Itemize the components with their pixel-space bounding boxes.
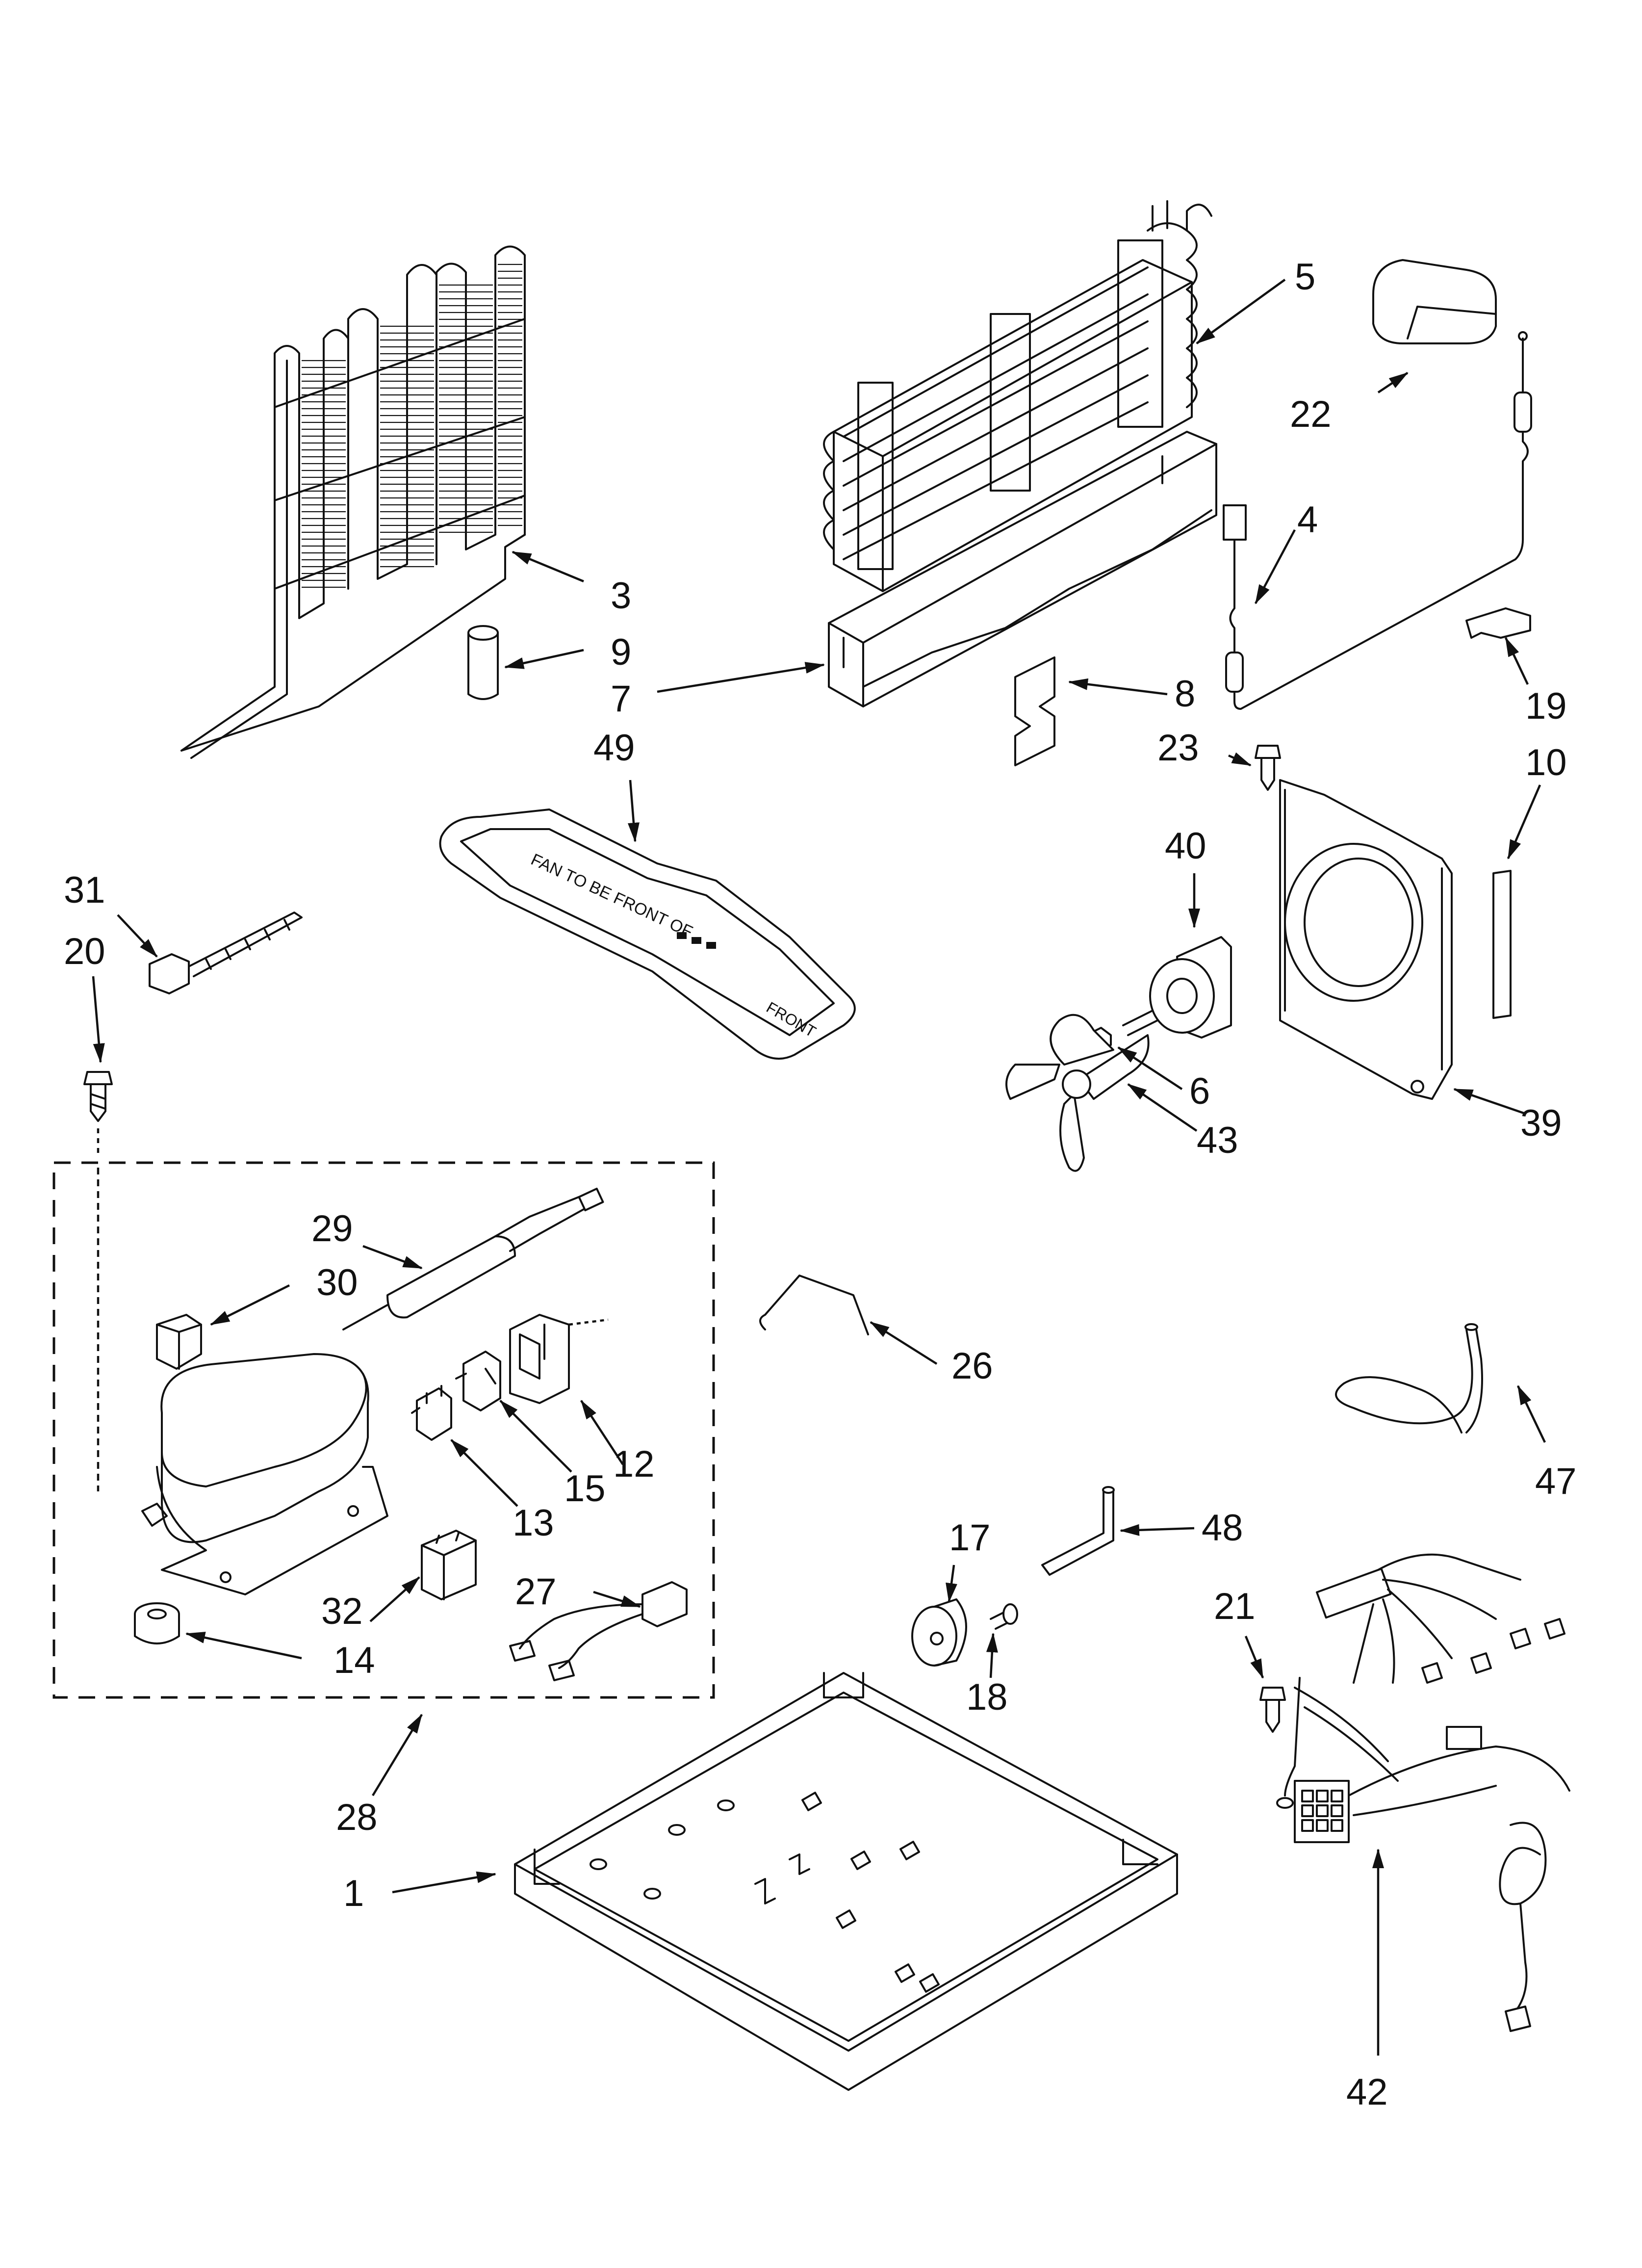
callout-18: 18 (966, 1676, 1008, 1718)
callout-4: 4 (1297, 499, 1318, 541)
callout-40: 40 (1165, 825, 1206, 867)
clip-8 (1014, 656, 1055, 766)
callout-48: 48 (1202, 1507, 1243, 1549)
callout-21: 21 (1214, 1586, 1256, 1627)
compressor-kit-box (52, 1161, 715, 1699)
callout-9: 9 (611, 631, 631, 673)
drain-pan: FAN TO BE FRONT OF FRONT (439, 808, 856, 1060)
callout-3: 3 (611, 575, 631, 617)
callout-1: 1 (343, 1873, 364, 1914)
callout-17: 17 (949, 1517, 991, 1559)
grommet-9 (467, 625, 499, 700)
callout-47: 47 (1535, 1460, 1577, 1502)
callout-5: 5 (1295, 256, 1315, 298)
start-device-15 (455, 1351, 501, 1411)
grommet-14 (134, 1602, 180, 1644)
callout-numbers: 3 9 7 49 5 22 4 8 19 23 10 40 39 6 43 31… (64, 256, 1577, 2113)
callout-23: 23 (1157, 727, 1199, 769)
evaporator (823, 200, 1212, 592)
defrost-thermostat (1223, 331, 1532, 710)
callout-29: 29 (311, 1208, 353, 1250)
callout-27: 27 (515, 1571, 557, 1613)
compressor (97, 1168, 388, 1595)
pin-18 (990, 1603, 1018, 1630)
cover-12 (509, 1314, 609, 1404)
tube-48 (1041, 1486, 1115, 1576)
callout-26: 26 (951, 1345, 993, 1387)
cap-22 (1372, 259, 1497, 344)
callout-49: 49 (593, 727, 635, 769)
callout-20: 20 (64, 931, 105, 972)
drain-trough (828, 431, 1217, 707)
tube-47 (1335, 1323, 1483, 1434)
strip-10 (1492, 870, 1512, 1019)
callout-8: 8 (1175, 673, 1195, 715)
wire-clip-26 (759, 1275, 869, 1335)
callout-42: 42 (1346, 2071, 1388, 2113)
overload-31 (156, 1314, 202, 1370)
callout-12: 12 (613, 1443, 655, 1485)
capacitor-32 (421, 1530, 477, 1600)
screw-23 (1255, 745, 1281, 791)
callout-6: 6 (1189, 1070, 1210, 1112)
callout-32: 32 (321, 1590, 363, 1632)
screw-20 (83, 1071, 113, 1158)
roller-17 (911, 1598, 967, 1667)
relay-13 (411, 1385, 452, 1441)
callout-31: 30 (316, 1262, 358, 1303)
callout-22: 22 (1290, 393, 1332, 435)
screw-21 (1259, 1687, 1286, 1733)
callout-43: 43 (1197, 1120, 1238, 1161)
fan-shroud (1279, 779, 1453, 1100)
callout-14: 14 (334, 1640, 375, 1681)
condenser-coil (180, 245, 526, 759)
wire-harness (1276, 1553, 1570, 2032)
drier (342, 1187, 604, 1330)
clip-19 (1465, 607, 1531, 639)
cable-tie (149, 912, 303, 994)
fan-motor (1122, 936, 1232, 1039)
harness-27 (509, 1581, 688, 1681)
callout-30: 31 (64, 869, 105, 911)
callout-7: 7 (611, 678, 631, 720)
callout-39: 39 (1520, 1102, 1562, 1144)
callout-28: 28 (336, 1797, 378, 1838)
callout-13: 13 (513, 1502, 554, 1544)
leader-lines (92, 279, 1546, 2056)
callout-15: 15 (564, 1468, 606, 1510)
fan-blade (1005, 1014, 1150, 1172)
callout-19: 19 (1525, 685, 1567, 727)
callout-10: 10 (1525, 742, 1567, 783)
base-frame (514, 1672, 1178, 2091)
